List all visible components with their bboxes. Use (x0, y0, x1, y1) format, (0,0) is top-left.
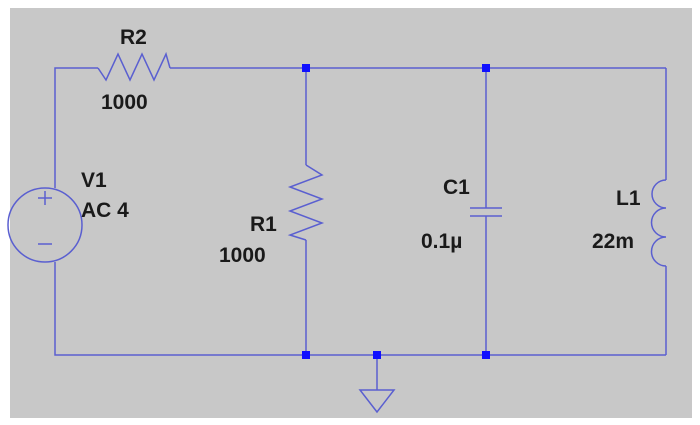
schematic-background (10, 8, 692, 418)
v1-name-label: V1 (81, 169, 107, 192)
voltage-source-v1-symbol (7, 187, 83, 263)
inductor-l1-symbol (650, 179, 667, 267)
l1-value-label: 22m (592, 230, 634, 253)
r1-value-label: 1000 (219, 244, 266, 267)
junctions (302, 64, 490, 359)
wires (54, 67, 667, 390)
wire-v1-top (54, 67, 98, 188)
r2-name-label: R2 (120, 26, 147, 49)
c1-value-label: 0.1µ (421, 230, 462, 253)
ground-icon (358, 389, 396, 414)
resistor-r2-symbol (97, 51, 171, 82)
c1-name-label: C1 (443, 176, 470, 199)
v1-value-label: AC 4 (81, 199, 129, 222)
junction-dot (482, 351, 490, 359)
junction-dot (373, 351, 381, 359)
l1-name-label: L1 (616, 187, 641, 210)
junction-dot (482, 64, 490, 72)
r1-name-label: R1 (250, 213, 277, 236)
junction-dot (302, 351, 310, 359)
capacitor-c1-symbol (470, 207, 502, 217)
wire-bottom-rail (54, 262, 666, 356)
resistor-r1-symbol (287, 164, 325, 241)
junction-dot (302, 64, 310, 72)
r2-value-label: 1000 (101, 91, 148, 114)
